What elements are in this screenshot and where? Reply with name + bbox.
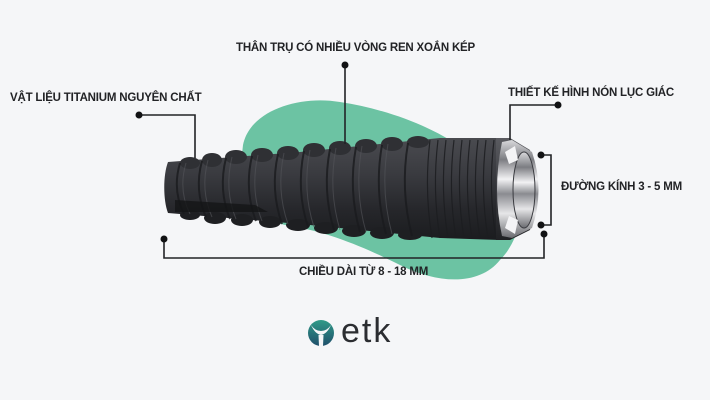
brand-name: etk [341, 312, 393, 350]
annotation-length: CHIỀU DÀI TỪ 8 - 18 MM [299, 266, 429, 278]
leader-dots [135, 61, 562, 243]
annotation-diameter: ĐƯỜNG KÍNH 3 - 5 MM [561, 181, 682, 193]
leader-lines [139, 65, 558, 259]
implant-body [164, 136, 500, 240]
hex-cone-opening [512, 151, 536, 229]
etk-y-mark-icon [308, 320, 334, 346]
brand-logo: etk [307, 312, 393, 350]
annotation-hex-cone: THIẾT KẾ HÌNH NÓN LỤC GIÁC [508, 87, 675, 99]
annotation-material: VẬT LIỆU TITANIUM NGUYÊN CHẤT [10, 92, 202, 104]
annotation-body-threads: THÂN TRỤ CÓ NHIỀU VÒNG REN XOẮN KÉP [236, 42, 475, 54]
